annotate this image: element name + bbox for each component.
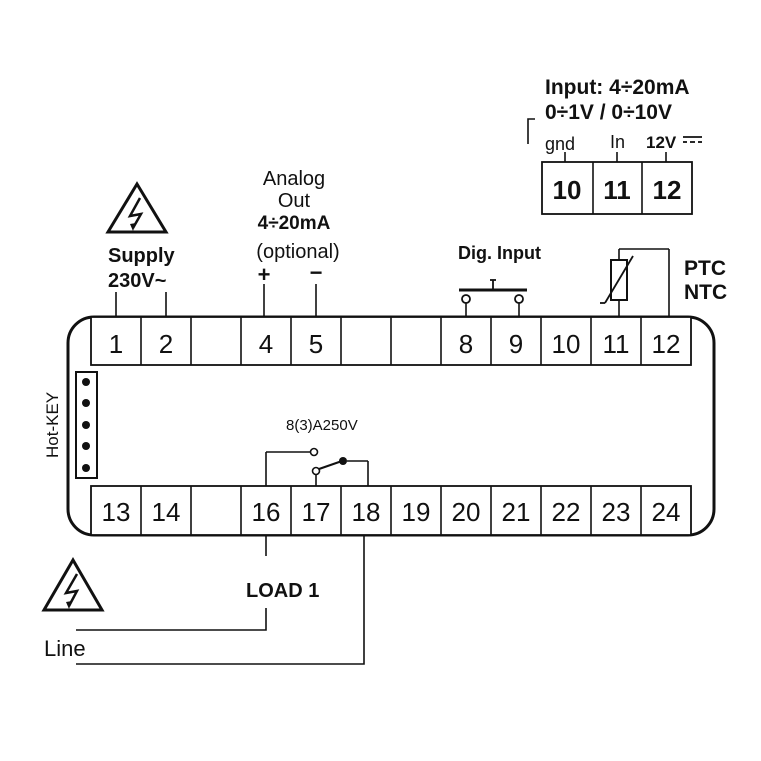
analog-minus: − <box>310 260 323 285</box>
bottom-terminal-strip: 13 14 16 17 18 19 20 21 22 23 24 <box>90 485 692 536</box>
dig-input-label: Dig. Input <box>458 243 541 263</box>
input-title: Input: 4÷20mA <box>545 76 690 99</box>
line-wire <box>76 535 365 665</box>
svg-text:Out: Out <box>278 190 311 212</box>
input-bracket <box>527 118 535 144</box>
warning-icon <box>105 181 169 234</box>
warning-icon-bottom <box>41 557 105 612</box>
top-terminal-strip: 1 2 4 5 8 9 10 11 12 <box>90 316 692 366</box>
input-range: 0÷1V / 0÷10V <box>545 101 672 124</box>
line-label: Line <box>44 636 86 661</box>
push-button-icon <box>459 279 527 304</box>
terminal-9: 9 <box>509 329 523 359</box>
probe-ptc: PTC <box>684 257 726 280</box>
aux-terminal-11: 11 <box>603 175 631 205</box>
aux-terminal-12: 12 <box>653 175 682 205</box>
aux-terminal-frame <box>541 161 693 215</box>
terminal-22: 22 <box>552 497 581 527</box>
terminal-18: 18 <box>352 497 381 527</box>
aux-pin-in: In <box>610 132 625 152</box>
analog-out-label: Analog Out 4÷20mA (optional) <box>256 168 339 263</box>
terminal-23: 23 <box>602 497 631 527</box>
svg-text:(optional): (optional) <box>256 241 339 263</box>
supply-voltage: 230V~ <box>108 270 166 292</box>
load-label: LOAD 1 <box>246 580 319 602</box>
terminal-20: 20 <box>452 497 481 527</box>
terminal-16: 16 <box>252 497 281 527</box>
terminal-10: 10 <box>552 329 581 359</box>
hotkey-label: Hot-KEY <box>43 392 62 458</box>
probe-resistor-icon <box>600 248 670 317</box>
relay-contact-icon <box>265 447 369 486</box>
aux-input-block: Input: 4÷20mA 0÷1V / 0÷10V gnd In 12V 10… <box>527 76 702 215</box>
terminal-5: 5 <box>309 329 323 359</box>
load-to-line-wire <box>76 608 267 631</box>
aux-pin-gnd: gnd <box>545 134 575 154</box>
terminal-12: 12 <box>652 329 681 359</box>
supply-label: Supply <box>108 245 176 267</box>
terminal-21: 21 <box>502 497 531 527</box>
terminal-4: 4 <box>259 329 273 359</box>
relay-rating: 8(3)A250V <box>286 417 358 434</box>
aux-pin-12v: 12V <box>646 133 677 152</box>
terminal-14: 14 <box>152 497 181 527</box>
hotkey-connector-icon <box>75 371 98 479</box>
analog-plus: + <box>258 262 271 287</box>
terminal-1: 1 <box>109 329 123 359</box>
terminal-24: 24 <box>652 497 681 527</box>
svg-text:4÷20mA: 4÷20mA <box>258 213 331 234</box>
terminal-19: 19 <box>402 497 431 527</box>
dc-symbol-icon <box>683 136 702 143</box>
terminal-17: 17 <box>302 497 331 527</box>
terminal-11: 11 <box>603 329 630 359</box>
aux-terminal-10: 10 <box>553 175 582 205</box>
probe-ntc: NTC <box>684 281 727 304</box>
terminal-8: 8 <box>459 329 473 359</box>
terminal-2: 2 <box>159 329 173 359</box>
svg-text:Analog: Analog <box>263 168 325 190</box>
terminal-13: 13 <box>102 497 131 527</box>
